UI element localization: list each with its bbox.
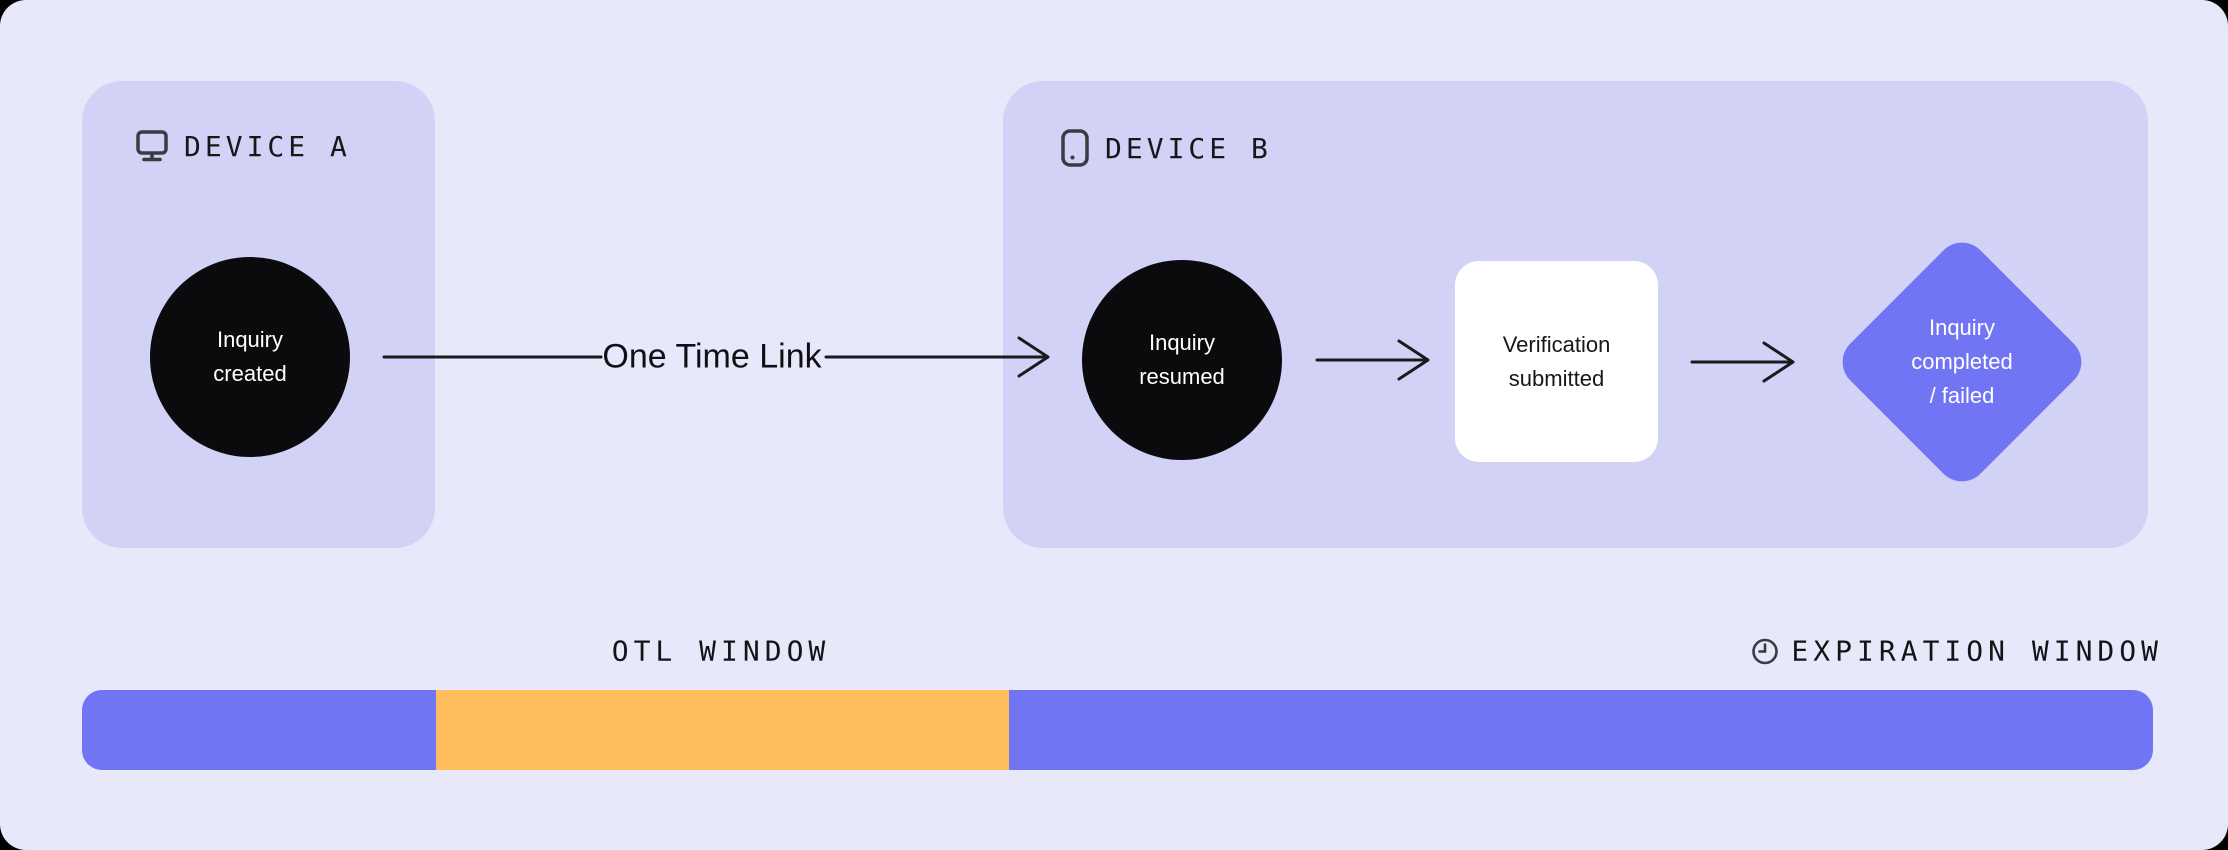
expiration-window-group: EXPIRATION WINDOW — [1751, 635, 2163, 668]
node-label-line: created — [213, 361, 287, 386]
clock-icon — [1752, 638, 1779, 664]
node-label-line: / failed — [1929, 383, 1995, 408]
device-a-header: DEVICE A — [136, 129, 351, 163]
node-label-line: Inquiry — [1148, 330, 1216, 355]
timeline-segment-before-otl — [82, 690, 436, 770]
node-label-line: Inquiry — [216, 327, 284, 352]
timeline-segment-otl-window — [436, 690, 1009, 770]
monitor-icon — [136, 130, 168, 162]
node-inquiry-created: Inquiry created — [150, 257, 350, 457]
one-time-link-label: One Time Link — [602, 337, 822, 376]
node-label-line: submitted — [1508, 365, 1605, 391]
node-label-line: Verification — [1502, 331, 1611, 357]
device-b-label: DEVICE B — [1105, 131, 1272, 165]
timeline-segment-expiration-window — [1009, 690, 2153, 770]
timeline-bar — [82, 690, 2153, 770]
node-inquiry-completed: Inquiry completed / failed — [1831, 231, 2093, 493]
device-a-label: DEVICE A — [184, 129, 351, 163]
node-inquiry-resumed: Inquiry resumed — [1082, 260, 1282, 460]
node-verification-submitted: Verification submitted — [1455, 261, 1658, 462]
diamond-text: Inquiry completed / failed — [1840, 270, 2084, 454]
expiration-window-label: EXPIRATION WINDOW — [1791, 634, 2163, 668]
node-label-line: completed — [1911, 349, 2013, 374]
smartphone-icon — [1061, 129, 1089, 167]
device-b-header: DEVICE B — [1061, 129, 1272, 167]
node-label-line: resumed — [1139, 364, 1225, 389]
node-label-line: Inquiry — [1928, 315, 1996, 340]
otl-window-label: OTL WINDOW — [611, 634, 831, 668]
device-b-panel: DEVICE B Inquiry resumed Verification su… — [1003, 81, 2148, 548]
device-a-panel: DEVICE A Inquiry created — [82, 81, 435, 548]
